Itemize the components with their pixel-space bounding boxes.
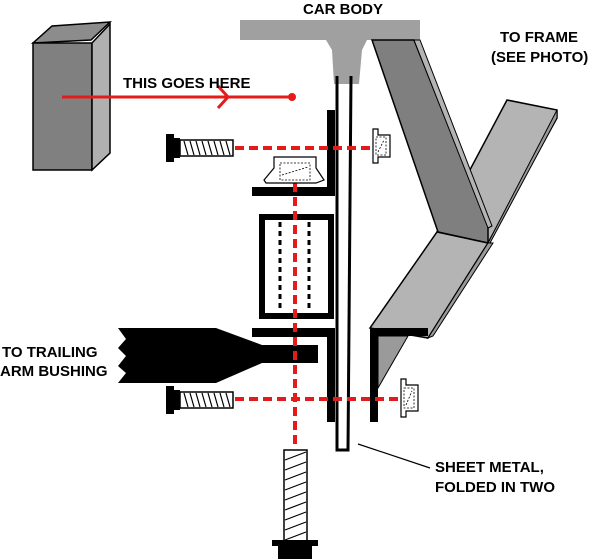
label-car-body: CAR BODY xyxy=(303,1,383,18)
label-folded-in-two: FOLDED IN TWO xyxy=(435,479,555,496)
nut-icon xyxy=(263,156,325,184)
sheet-metal xyxy=(335,75,353,452)
nut-icon xyxy=(372,128,391,164)
bolt-icon xyxy=(272,449,318,559)
frame-v-shape xyxy=(368,39,558,422)
leader-line xyxy=(357,443,431,469)
label-arm-bushing: ARM BUSHING xyxy=(0,363,108,380)
label-to-trailing: TO TRAILING xyxy=(2,344,98,361)
label-to-frame: TO FRAME xyxy=(500,29,578,46)
label-this-goes-here: THIS GOES HERE xyxy=(123,75,251,92)
nut-icon xyxy=(400,378,419,418)
lower-l-bracket xyxy=(252,328,335,422)
bolt-icon xyxy=(166,134,234,162)
guide-lines xyxy=(62,84,400,446)
label-sheet-metal: SHEET METAL, xyxy=(435,459,544,476)
target-dot xyxy=(288,93,296,101)
label-see-photo: (SEE PHOTO) xyxy=(491,49,588,66)
bolt-icon xyxy=(166,386,234,414)
car-body-shape xyxy=(240,20,420,84)
arrow-icon xyxy=(216,84,231,110)
angle-bracket-icon xyxy=(30,21,113,172)
trailing-arm xyxy=(118,328,318,383)
